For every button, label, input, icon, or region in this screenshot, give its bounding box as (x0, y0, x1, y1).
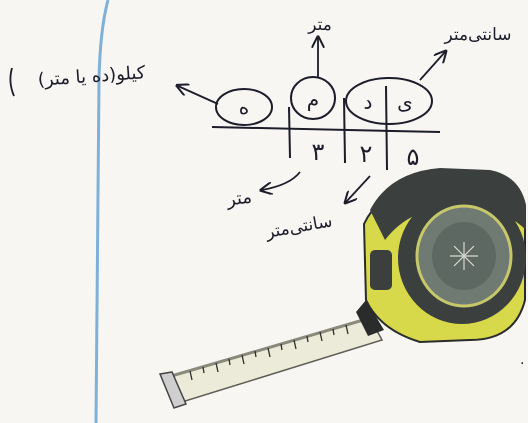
label-centimeter-top: سانتی‌متر (443, 25, 511, 45)
letter-ye: ی (397, 90, 413, 114)
tape-ticks (189, 324, 349, 381)
place-value-baseline (211, 126, 441, 133)
kilo-label-underline (9, 67, 15, 97)
letter-he: ه (239, 95, 249, 119)
notebook-margin-line (94, 0, 110, 423)
tape-lock-button (370, 250, 392, 290)
letter-mim: م (307, 87, 319, 111)
tape-hook (158, 371, 188, 409)
divider-3 (385, 85, 388, 171)
arrow-to-centimeter-bottom (346, 175, 371, 202)
tape-blade-edge (167, 316, 371, 379)
tape-blade (166, 317, 384, 403)
label-kilo-or-myria: کیلو(ده یا متر) (37, 62, 146, 90)
divider-1 (288, 106, 291, 159)
arrow-to-kilo (178, 86, 219, 105)
edge-mark: . (520, 352, 524, 368)
label-meter-top: متر (307, 15, 332, 35)
digit-3: ۳ (312, 138, 325, 166)
circle-meter (290, 76, 336, 120)
tape-hub-star (450, 242, 478, 270)
arrow-to-centimeter-top (419, 52, 445, 81)
digit-5: ۵ (407, 143, 420, 171)
letter-dal: د (364, 90, 373, 114)
label-meter-bottom: متر (224, 186, 253, 210)
label-centimeter-bottom: سانتی‌متر (263, 211, 334, 243)
tape-measure-illustration (158, 168, 526, 409)
circle-hecto (215, 88, 273, 126)
tape-mouth (356, 300, 384, 336)
divider-2 (343, 97, 346, 164)
arrow-to-meter-bottom (262, 171, 301, 190)
digit-2: ۲ (360, 140, 373, 168)
circle-deci-centi (345, 77, 433, 125)
